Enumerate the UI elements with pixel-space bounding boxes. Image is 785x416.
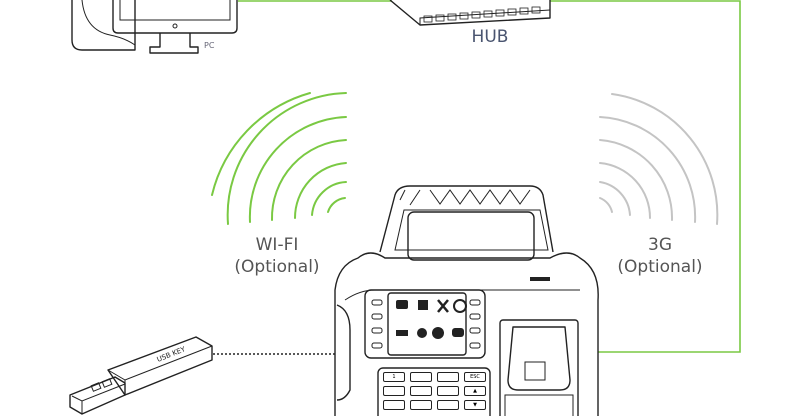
- display: [387, 292, 467, 356]
- key-up[interactable]: ▲: [464, 386, 486, 396]
- wifi-signal-icon: [211, 92, 347, 225]
- key[interactable]: [383, 386, 405, 396]
- key[interactable]: ESC: [464, 372, 486, 382]
- 3g-signal-icon: [599, 93, 719, 225]
- key[interactable]: [437, 400, 459, 410]
- hub-label: HUB: [472, 27, 509, 47]
- key[interactable]: [410, 400, 432, 410]
- screen-icons: [396, 299, 467, 339]
- pc-label: PC: [204, 41, 215, 50]
- keypad: [377, 367, 491, 416]
- pc-icon: [71, 0, 238, 54]
- monitor: [112, 0, 238, 34]
- key-down[interactable]: ▼: [464, 400, 486, 410]
- key[interactable]: 1: [383, 372, 405, 382]
- screen-bezel: [364, 289, 486, 359]
- key[interactable]: [410, 386, 432, 396]
- key[interactable]: [437, 386, 459, 396]
- 3g-title: 3G: [648, 235, 672, 255]
- usb-key-icon: USB KEY: [69, 336, 213, 415]
- wifi-optional: (Optional): [234, 257, 320, 277]
- wifi-label: WI-FI (Optional): [217, 234, 337, 278]
- key[interactable]: [437, 372, 459, 382]
- key[interactable]: [383, 400, 405, 410]
- function-keys[interactable]: [371, 299, 481, 349]
- pc-tower: [71, 0, 136, 51]
- hub-icon: [389, 0, 551, 26]
- 3g-optional: (Optional): [617, 257, 703, 277]
- hub-device-link: [550, 0, 741, 353]
- key[interactable]: [410, 372, 432, 382]
- fingerprint-module: [499, 319, 579, 416]
- fingerprint-sensor[interactable]: [507, 326, 571, 391]
- keypad-keys: 1 ESC ▲ ▼: [383, 372, 487, 410]
- ethernet-links: [238, 0, 741, 353]
- wifi-title: WI-FI: [255, 235, 299, 255]
- time-attendance-device: [334, 185, 599, 416]
- usb-key-text: USB KEY: [156, 345, 187, 364]
- 3g-label: 3G (Optional): [600, 234, 720, 278]
